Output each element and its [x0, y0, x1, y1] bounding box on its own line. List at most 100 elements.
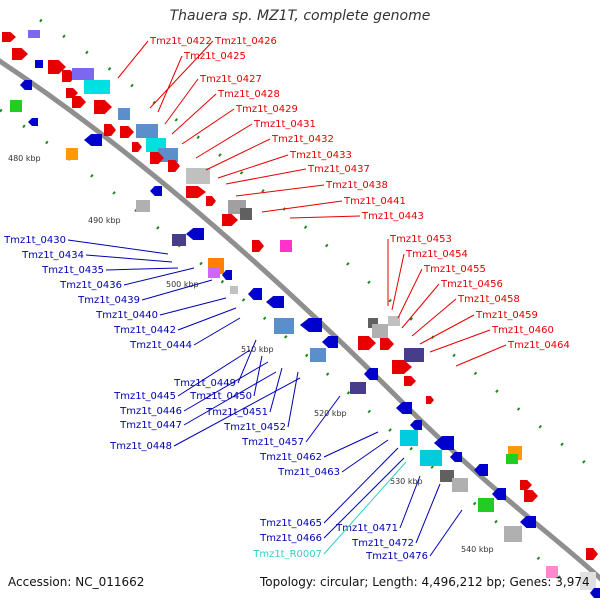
reverse-label-11: Tmz1t_0446 [119, 406, 182, 417]
forward-leader-11 [261, 200, 343, 213]
reverse-leader-13 [183, 371, 277, 426]
forward-leader-10 [235, 184, 325, 197]
reverse-leader-16 [305, 395, 341, 443]
gene-feature-3 [35, 60, 43, 68]
reverse-label-6: Tmz1t_0442 [113, 325, 176, 336]
gene-feature-75 [586, 548, 598, 560]
forward-leader-6 [195, 123, 253, 159]
gene-feature-57 [426, 396, 434, 404]
gene-feature-58 [396, 402, 412, 414]
reverse-label-9: Tmz1t_0445 [113, 391, 176, 402]
gene-feature-66 [474, 464, 488, 476]
forward-leader-8 [217, 154, 289, 179]
reverse-leader-10 [253, 355, 263, 397]
gene-feature-63 [450, 452, 462, 462]
reverse-leader-7 [193, 317, 241, 346]
gene-feature-31 [66, 148, 78, 160]
gene-feature-35 [172, 234, 186, 246]
tick-label-2: 500 kbp [166, 280, 199, 289]
reverse-leader-0 [67, 239, 169, 255]
gene-feature-39 [222, 270, 232, 280]
gene-feature-10 [94, 100, 112, 114]
gene-feature-1 [12, 48, 28, 60]
reverse-leader-20 [399, 475, 421, 529]
forward-leader-16 [401, 283, 440, 329]
forward-leader-14 [391, 253, 405, 311]
reverse-label-0: Tmz1t_0430 [3, 235, 66, 246]
gene-feature-32 [84, 134, 102, 146]
forward-label-7: Tmz1t_0432 [271, 134, 334, 145]
reverse-leader-12 [269, 367, 283, 413]
gene-feature-18 [150, 152, 164, 164]
reverse-label-15: Tmz1t_0448 [109, 441, 172, 452]
forward-label-10: Tmz1t_0438 [325, 180, 388, 191]
forward-leader-20 [455, 344, 507, 367]
reverse-leader-14 [287, 371, 299, 428]
tick-label-0: 480 kbp [8, 154, 41, 163]
reverse-label-16: Tmz1t_0457 [241, 437, 304, 448]
reverse-label-21: Tmz1t_0466 [259, 533, 322, 544]
tick-label-5: 530 kbp [390, 477, 423, 486]
reverse-leader-4 [141, 279, 213, 301]
gene-feature-2 [28, 30, 40, 38]
forward-label-19: Tmz1t_0460 [491, 325, 554, 336]
gene-feature-4 [48, 60, 66, 74]
gene-feature-9 [72, 96, 86, 108]
reverse-label-7: Tmz1t_0444 [129, 340, 192, 351]
reverse-label-18: Tmz1t_0463 [277, 467, 340, 478]
gene-feature-22 [206, 196, 216, 206]
tick-label-1: 490 kbp [88, 216, 121, 225]
forward-leader-12 [289, 215, 361, 219]
reverse-leader-1 [85, 254, 173, 263]
forward-label-8: Tmz1t_0433 [289, 150, 352, 161]
reverse-leader-23 [429, 509, 463, 557]
forward-label-11: Tmz1t_0441 [343, 196, 406, 207]
gene-feature-78 [590, 588, 600, 598]
forward-label-15: Tmz1t_0455 [423, 264, 486, 275]
gene-feature-42 [266, 296, 284, 308]
genome-backbone [0, 58, 600, 582]
gene-feature-11 [118, 108, 130, 120]
tick-label-4: 520 kbp [314, 409, 347, 418]
tick-label-6: 540 kbp [461, 545, 494, 554]
gene-feature-51 [388, 316, 400, 326]
forward-leader-1 [149, 40, 214, 109]
gene-feature-77 [580, 572, 596, 590]
forward-leader-2 [157, 55, 183, 113]
gene-feature-52 [358, 336, 376, 350]
reverse-label-2: Tmz1t_0435 [41, 265, 104, 276]
forward-label-5: Tmz1t_0429 [235, 104, 298, 115]
gene-feature-41 [248, 288, 262, 300]
forward-leader-17 [411, 298, 457, 337]
gene-feature-48 [364, 368, 378, 380]
reverse-label-10: Tmz1t_0450 [189, 391, 252, 402]
gene-feature-21 [186, 186, 206, 198]
gene-feature-46 [322, 336, 338, 348]
gene-feature-20 [186, 168, 210, 184]
gene-feature-14 [136, 124, 158, 138]
gene-feature-55 [392, 360, 412, 374]
gene-feature-65 [452, 478, 468, 492]
forward-label-20: Tmz1t_0464 [507, 340, 570, 351]
reverse-label-17: Tmz1t_0462 [259, 452, 322, 463]
forward-leader-9 [225, 168, 307, 185]
reverse-leader-19 [323, 447, 399, 524]
gene-feature-19 [168, 160, 180, 172]
gene-feature-6 [72, 68, 94, 80]
gene-feature-38 [208, 268, 220, 278]
gene-feature-43 [274, 318, 294, 334]
gene-feature-36 [186, 228, 204, 240]
forward-label-16: Tmz1t_0456 [440, 279, 503, 290]
gene-feature-69 [504, 526, 522, 542]
reverse-leader-15 [173, 377, 301, 447]
gene-feature-47 [350, 382, 366, 394]
gene-feature-53 [380, 338, 394, 350]
reverse-leader-11 [183, 361, 269, 412]
forward-label-18: Tmz1t_0459 [475, 310, 538, 321]
forward-label-14: Tmz1t_0454 [405, 249, 468, 260]
reverse-leader-18 [341, 439, 389, 473]
reverse-label-3: Tmz1t_0436 [59, 280, 122, 291]
forward-leader-7 [205, 138, 271, 171]
gene-feature-50 [372, 324, 388, 338]
